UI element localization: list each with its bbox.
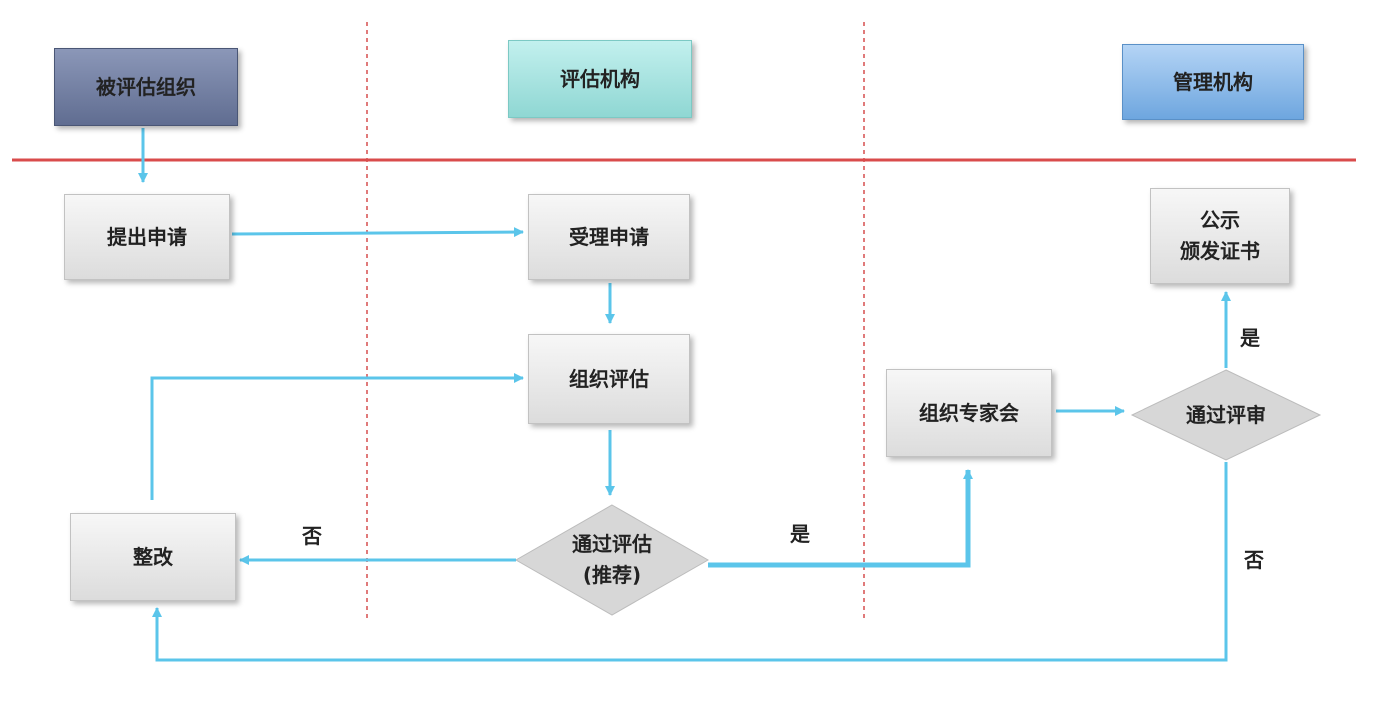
edge-label-eval-yes: 是 — [790, 522, 810, 546]
decision-pass-evaluation: 通过评估 (推荐) — [546, 528, 678, 592]
step-accept-application: 受理申请 — [528, 194, 690, 280]
swimlane-header-applicant: 被评估组织 — [54, 48, 238, 126]
edge-label-review-no: 否 — [1244, 548, 1264, 572]
step-expert-panel-label: 组织专家会 — [919, 400, 1019, 425]
arrow-review-no-to-rectify — [152, 462, 1228, 662]
decision-pass-evaluation-line1: 通过评估 — [572, 532, 652, 556]
arrow-rectify-to-organize — [150, 373, 524, 500]
decision-pass-eval-diamond — [514, 504, 710, 616]
swimlane-header-authority: 管理机构 — [1122, 44, 1304, 120]
step-rectify-label: 整改 — [133, 544, 173, 569]
step-submit-application-label: 提出申请 — [107, 224, 187, 249]
step-publish-certificate-line2: 颁发证书 — [1180, 239, 1260, 263]
step-rectify: 整改 — [70, 513, 236, 601]
arrow-decision-yes-to-expert — [708, 469, 973, 568]
decision-pass-evaluation-line2: (推荐) — [582, 563, 642, 587]
decision-pass-review: 通过评审 — [1160, 398, 1292, 432]
step-accept-application-label: 受理申请 — [569, 224, 649, 249]
swimlane-header-evaluator: 评估机构 — [508, 40, 692, 118]
swimlane-header-authority-label: 管理机构 — [1173, 69, 1253, 94]
step-publish-certificate: 公示 颁发证书 — [1150, 188, 1290, 284]
step-organize-evaluation-label: 组织评估 — [569, 366, 649, 391]
step-submit-application: 提出申请 — [64, 194, 230, 280]
decision-pass-review-diamond — [1130, 369, 1322, 461]
arrow-submit-to-accept — [231, 227, 524, 238]
swimlane-header-applicant-label: 被评估组织 — [96, 74, 196, 99]
decision-pass-review-label: 通过评审 — [1186, 402, 1266, 427]
edge-label-eval-no: 否 — [302, 524, 322, 548]
step-organize-evaluation: 组织评估 — [528, 334, 690, 424]
edge-label-review-yes: 是 — [1240, 326, 1260, 350]
step-expert-panel: 组织专家会 — [886, 369, 1052, 457]
step-publish-certificate-line1: 公示 — [1200, 208, 1240, 232]
swimlane-header-evaluator-label: 评估机构 — [560, 66, 640, 91]
